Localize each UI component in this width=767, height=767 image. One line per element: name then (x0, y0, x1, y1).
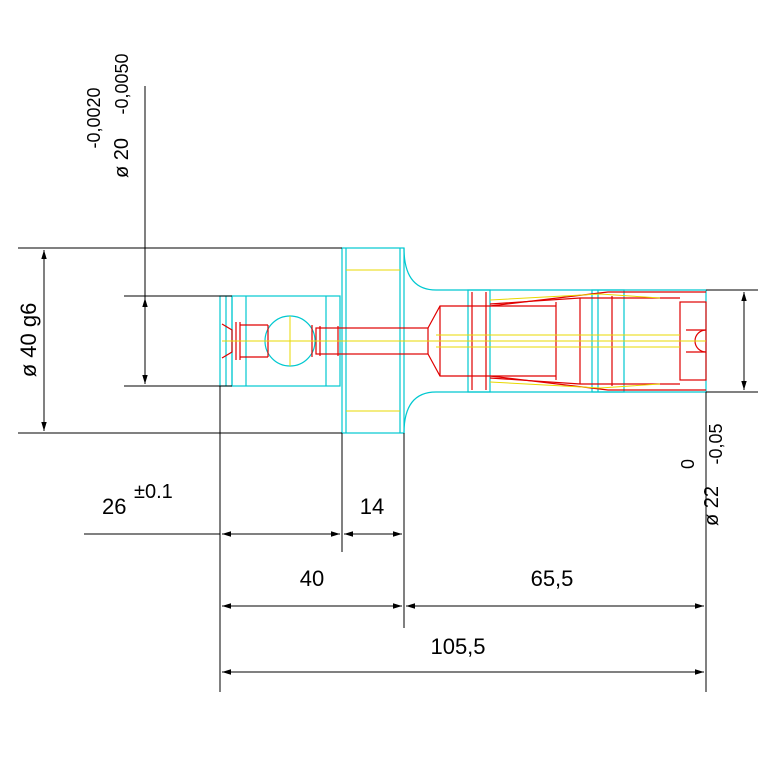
dim-text-40: 40 (300, 566, 324, 591)
center-lines (222, 269, 706, 412)
upper-fillet (403, 247, 706, 291)
dim-text-dia-22-lower-tol: -0,05 (706, 423, 726, 464)
dim-text-dia-20: ø 20 (111, 138, 133, 178)
dimension-texts: ø 40 g6 ø 20 -0,0020 -0,0050 ø 22 0 -0,0… (16, 53, 726, 659)
dim-text-14: 14 (360, 494, 384, 519)
dim-text-26-tol: ±0.1 (134, 481, 173, 503)
dim-text-dia-20-upper-tol: -0,0020 (84, 87, 104, 148)
dim-text-105-5: 105,5 (430, 634, 485, 659)
dim-text-dia-20-lower-tol: -0,0050 (112, 53, 132, 114)
dimension-lines (18, 86, 758, 692)
dim-text-65-5: 65,5 (531, 566, 574, 591)
dim-text-26: 26 (102, 494, 126, 519)
lower-fillet (403, 391, 706, 434)
dim-text-dia-22: ø 22 (701, 486, 723, 526)
dim-text-dia-40: ø 40 g6 (16, 303, 41, 378)
dim-text-dia-22-upper-tol: 0 (678, 459, 698, 469)
